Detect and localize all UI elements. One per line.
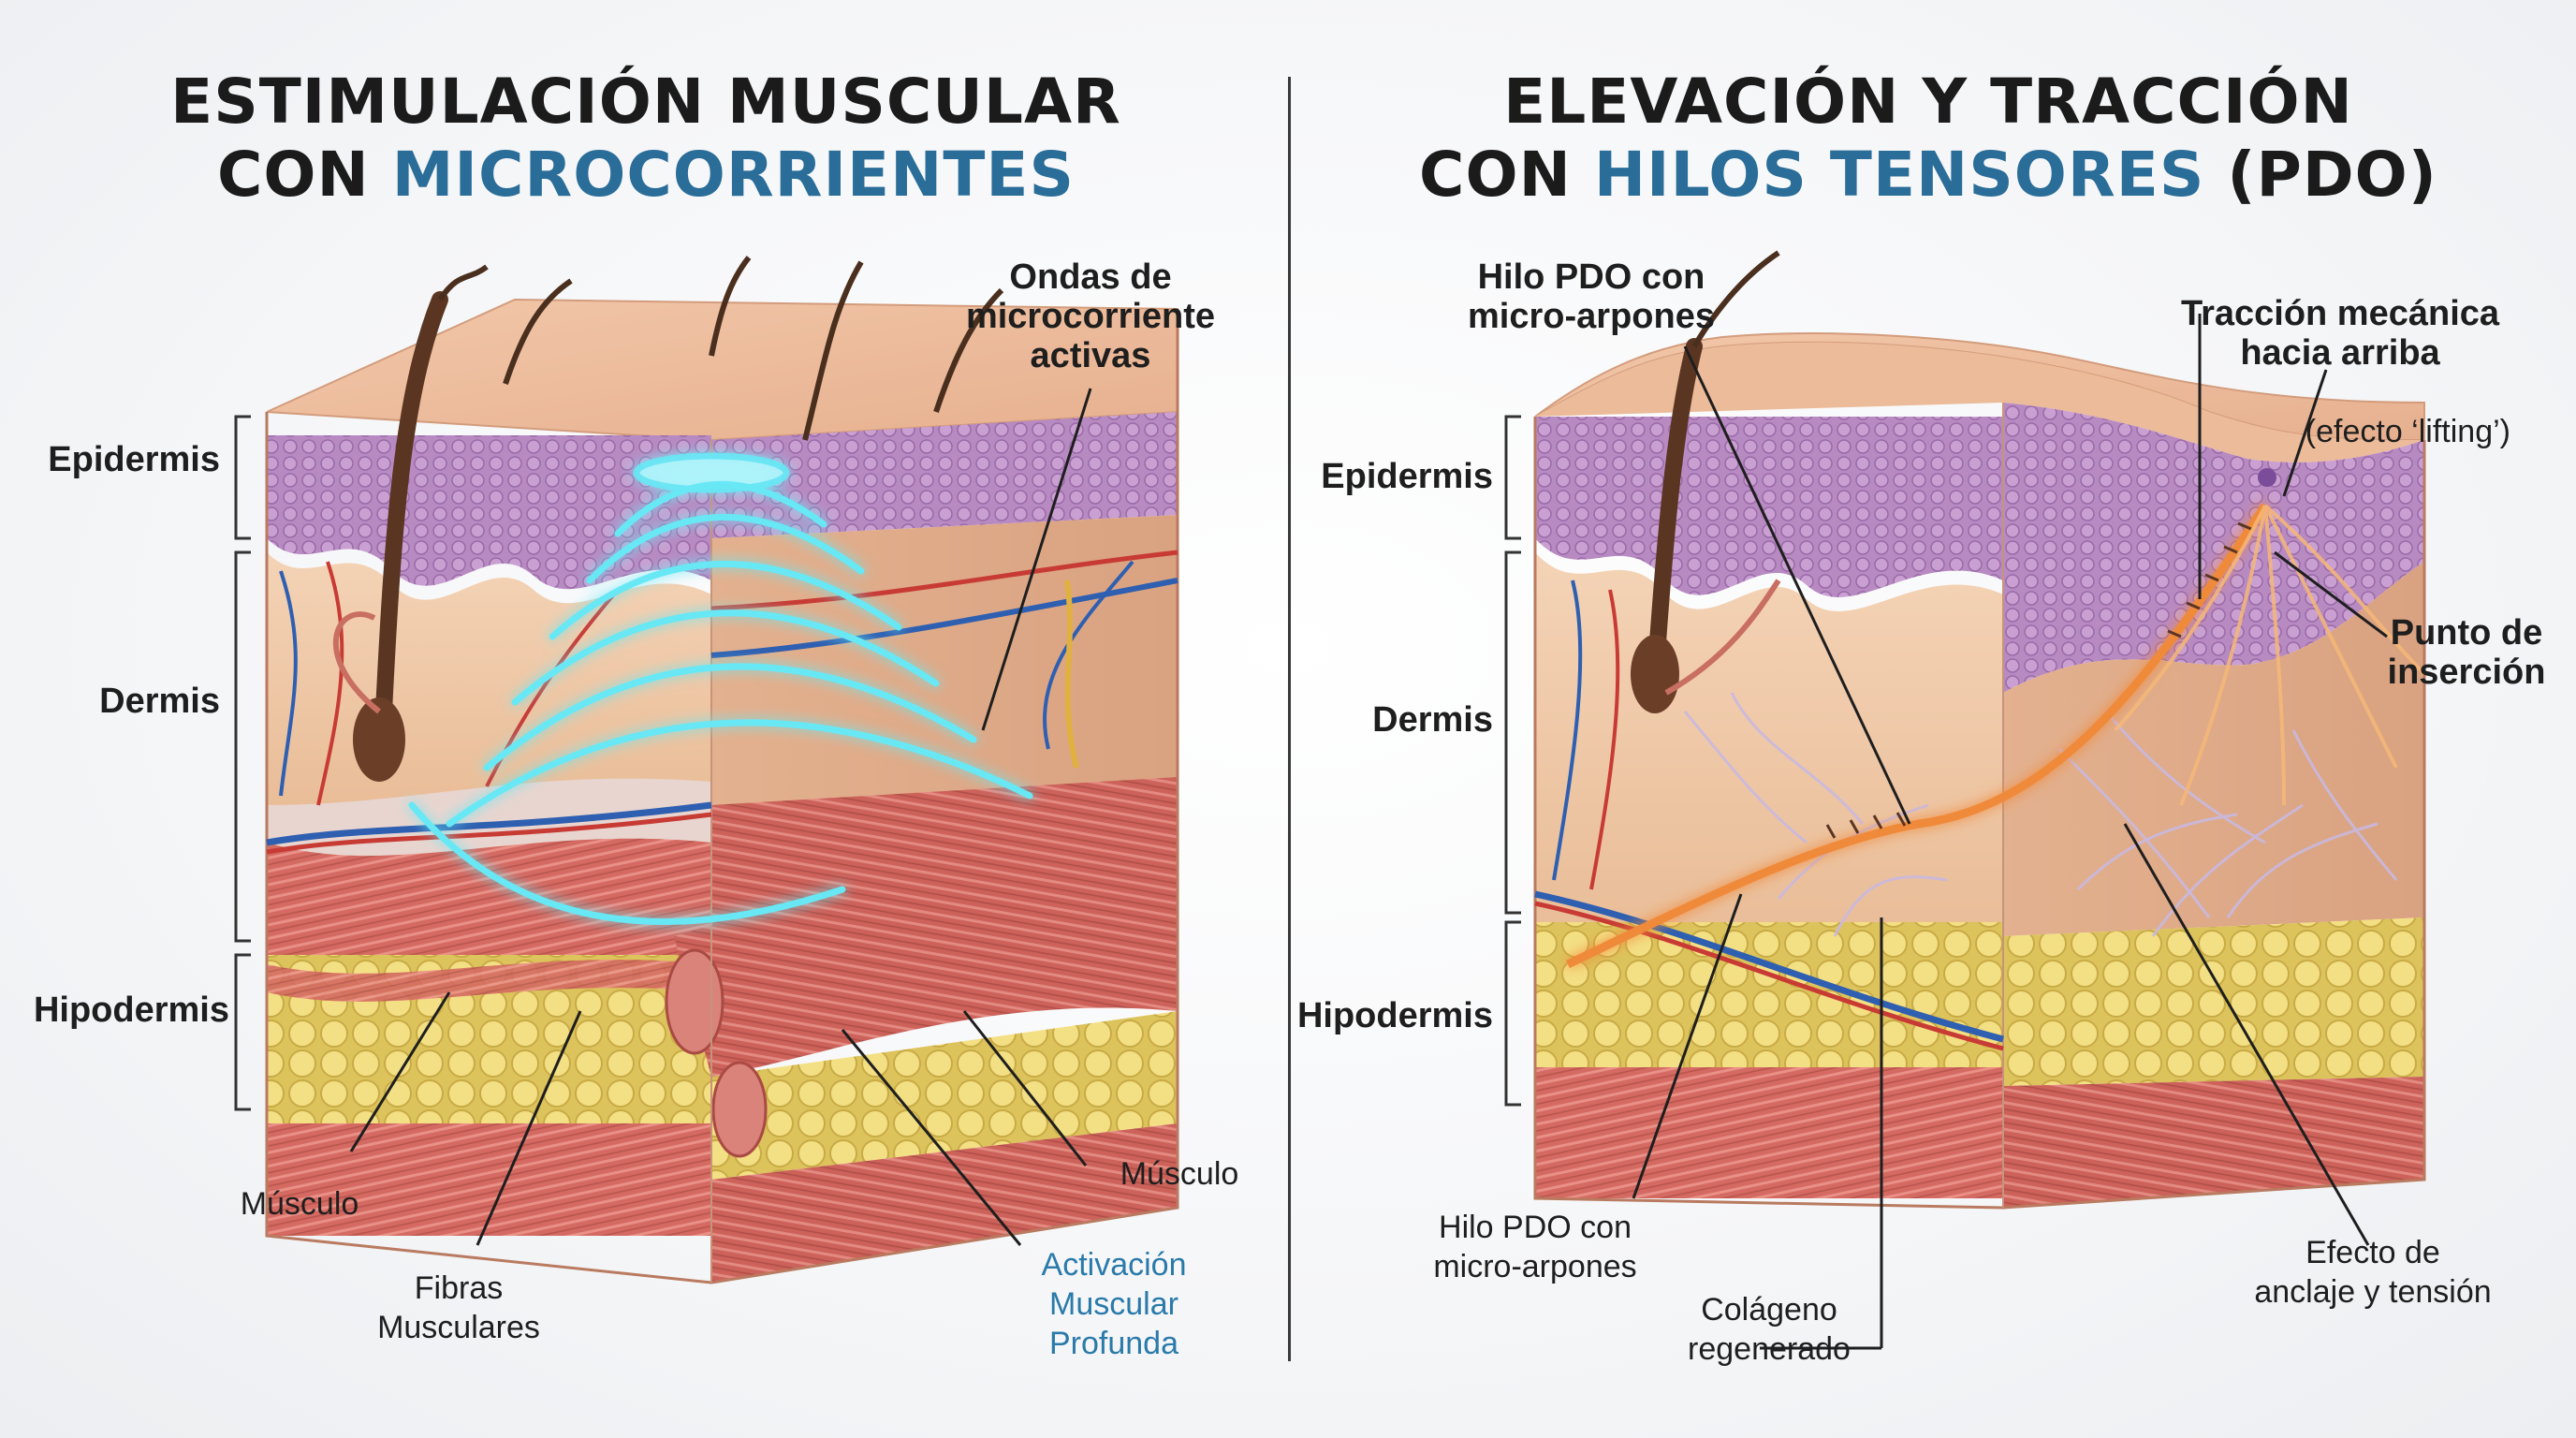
title-right-line1: ELEVACIÓN Y TRACCIÓN [1503,66,2353,138]
label-fibras-musculares: Fibras Musculares [377,1270,540,1345]
label-hipodermis-right: Hipodermis [1296,996,1493,1035]
label-hilo-pdo-top: Hilo PDO con micro-arpones [1468,257,1715,336]
label-efecto-anclaje: Efecto de anclaje y tensión [2254,1235,2492,1310]
label-epidermis-left: Epidermis [48,440,220,479]
label-traccion-mecanica: Tracción mecánica hacia arriba (efecto ‘… [2153,255,2527,491]
title-right-line2: CON HILOS TENSORES (PDO) [1376,139,2481,212]
pdo-thread [1566,503,2269,969]
label-punto-insercion: Punto de inserción [2387,613,2546,692]
label-colageno-regenerado: Colágeno regenerado [1688,1292,1851,1367]
left-leader-lines [349,388,1092,1246]
title-right-prefix: CON [1419,139,1594,211]
label-ondas-microcorriente: Ondas de microcorriente activas [965,257,1216,375]
collagen-fibers [1683,692,2398,937]
title-right-suffix: (PDO) [2204,139,2437,211]
label-dermis-left: Dermis [99,682,220,721]
traction-rays [2114,504,2426,806]
title-left-accent: MICROCORRIENTES [391,139,1076,211]
left-layer-brackets [234,415,251,1111]
right-skin-block [1533,250,2426,1210]
microcurrent-waves [408,452,1033,925]
label-traccion-sub: (efecto ‘lifting’) [2305,414,2510,449]
right-layer-brackets [1504,415,1521,1107]
panel-divider [1288,77,1291,1361]
label-hipodermis-left: Hipodermis [33,990,229,1030]
title-right-accent: HILOS TENSORES [1593,139,2205,211]
label-dermis-right: Dermis [1372,700,1493,740]
right-leader-lines [1632,314,2388,1350]
label-musculo-left: Músculo [240,1186,359,1222]
title-left-line1: ESTIMULACIÓN MUSCULAR [170,66,1121,138]
label-hilo-pdo-bottom: Hilo PDO con micro-arpones [1433,1210,1637,1284]
title-microcorrientes: ESTIMULACIÓN MUSCULAR CON MICROCORRIENTE… [112,66,1179,212]
title-hilos-tensores: ELEVACIÓN Y TRACCIÓN CON HILOS TENSORES … [1376,66,2481,212]
label-musculo-right: Músculo [1120,1156,1239,1192]
left-skin-block [265,256,1179,1284]
label-traccion-main: Tracción mecánica hacia arriba [2180,294,2500,373]
label-activacion-muscular: Activación Muscular Profunda [1041,1247,1187,1361]
label-epidermis-right: Epidermis [1321,457,1493,496]
title-left-line2: CON MICROCORRIENTES [112,139,1179,212]
title-left-prefix: CON [216,139,392,211]
